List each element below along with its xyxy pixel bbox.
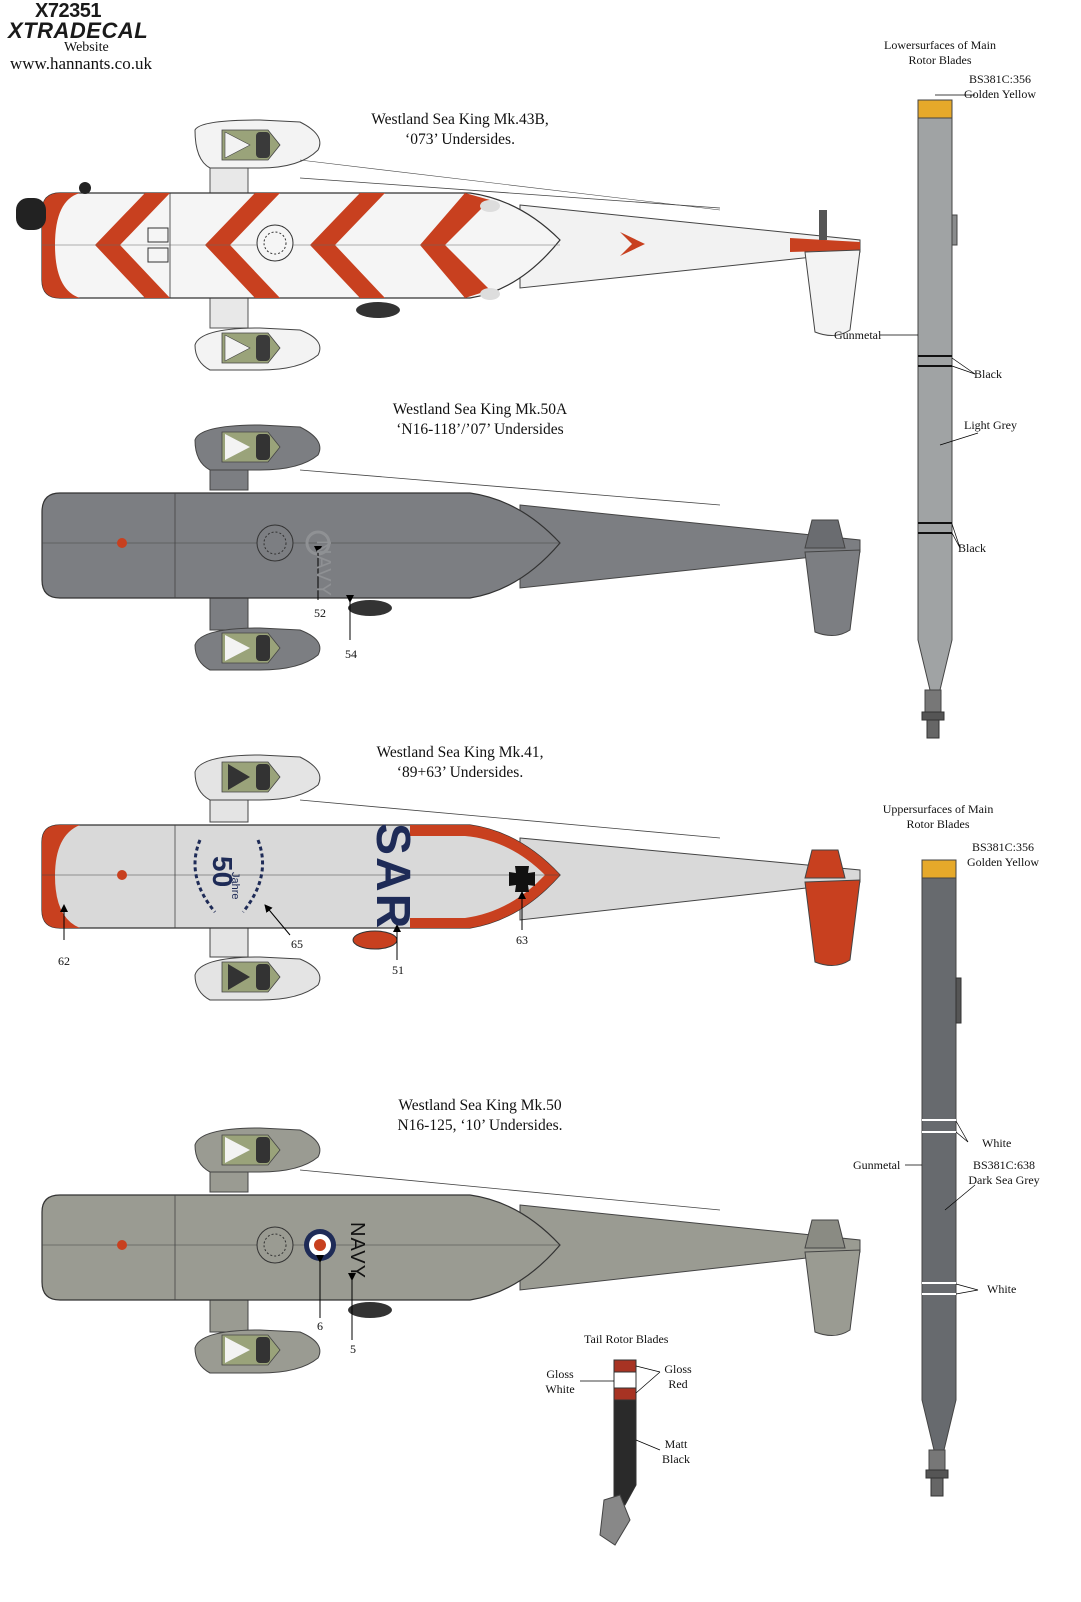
rotor-lower-title: Lowersurfaces of Main Rotor Blades [870, 38, 1010, 68]
rotor-lower-band2-label: Black [958, 541, 986, 555]
marker-label: 65 [291, 937, 303, 951]
aircraft-4-navy-text: NAVY [346, 1222, 368, 1279]
aircraft-4-title: Westland Sea King Mk.50 N16-125, ‘10’ Un… [355, 1096, 605, 1136]
aircraft-2-title-line1: Westland Sea King Mk.50A [392, 401, 568, 418]
aircraft-1-title-line2: ‘073’ Undersides. [405, 131, 515, 148]
website-link[interactable]: www.hannants.co.uk [10, 54, 152, 73]
rotor-lower-title-line2: Rotor Blades [908, 53, 972, 67]
tail-rotor-white-line2: White [545, 1382, 575, 1396]
rotor-lower-root-label: Gunmetal [834, 328, 882, 342]
rotor-upper-band2-label: White [987, 1282, 1017, 1296]
rotor-lower-blade-label: Light Grey [964, 418, 1017, 432]
rotor-upper-drawing [905, 859, 979, 1497]
aircraft-2-title-line2: ‘N16-118’/’07’ Undersides [396, 421, 564, 438]
aircraft-1-drawing [16, 119, 861, 371]
rotor-lower-tip-color: Golden Yellow [963, 87, 1036, 101]
rotor-lower-title-line1: Lowersurfaces of Main [884, 38, 996, 52]
tail-rotor-black-label: Matt Black [654, 1437, 698, 1467]
rotor-upper-blade-code: BS381C:638 [972, 1158, 1035, 1172]
aircraft-2-title: Westland Sea King Mk.50A ‘N16-118’/’07’ … [355, 400, 605, 440]
aircraft-2-drawing [41, 424, 861, 671]
marker-label: 54 [345, 647, 357, 661]
tail-rotor-title: Tail Rotor Blades [584, 1332, 669, 1346]
tail-rotor-red-label: Gloss Red [656, 1362, 700, 1392]
rotor-upper-title-line1: Uppersurfaces of Main [882, 802, 994, 816]
marker-label: 62 [58, 954, 70, 968]
rotor-upper-root-label: Gunmetal [853, 1158, 901, 1172]
aircraft-3-drawing [41, 754, 861, 1001]
rotor-upper-tip-color: Golden Yellow [966, 855, 1039, 869]
rotor-lower-tip-code: BS381C:356 [968, 72, 1031, 86]
header: X72351 XTRADECAL Website www.hannants.co… [0, 0, 220, 80]
tail-rotor-black-line1: Matt [664, 1437, 688, 1451]
tail-rotor-black-line2: Black [662, 1452, 690, 1466]
aircraft-1-title: Westland Sea King Mk.43B, ‘073’ Undersid… [335, 110, 585, 150]
aircraft-3-sar-text: SAR [366, 823, 419, 931]
marker-label: 63 [516, 933, 528, 947]
rotor-upper-blade-color: Dark Sea Grey [968, 1173, 1040, 1187]
aircraft-3-title-line2: ‘89+63’ Undersides. [396, 764, 524, 781]
brand-logo: XTRADECAL [8, 18, 149, 43]
rotor-upper-title-line2: Rotor Blades [906, 817, 970, 831]
aircraft-3-title-line1: Westland Sea King Mk.41, [376, 744, 544, 761]
rotor-upper-tip-label: BS381C:356 Golden Yellow [953, 840, 1053, 870]
tail-rotor-white-label: Gloss White [538, 1367, 582, 1397]
aircraft-4-title-line1: Westland Sea King Mk.50 [398, 1097, 562, 1114]
rotor-lower-band1-label: Black [974, 367, 1002, 381]
aircraft-2-navy-text: NAVY [312, 540, 334, 597]
rotor-upper-tip-code: BS381C:356 [971, 840, 1034, 854]
rotor-lower-drawing [880, 94, 979, 739]
aircraft-4-title-line2: N16-125, ‘10’ Undersides. [397, 1117, 563, 1134]
aircraft-1-title-line1: Westland Sea King Mk.43B, [371, 111, 549, 128]
website-label: Website [64, 40, 109, 55]
rotor-lower-tip-label: BS381C:356 Golden Yellow [950, 72, 1050, 102]
marker-label: 52 [314, 606, 326, 620]
marker-label: 5 [350, 1342, 356, 1356]
aircraft-3-title: Westland Sea King Mk.41, ‘89+63’ Undersi… [335, 743, 585, 783]
aircraft-3-badge-word: Jahre [229, 872, 241, 900]
marker-label: 6 [317, 1319, 323, 1333]
marker-label: 51 [392, 963, 404, 977]
aircraft-4-drawing [41, 1127, 861, 1374]
tail-rotor-drawing [580, 1359, 661, 1546]
tail-rotor-red-line1: Gloss [664, 1362, 692, 1376]
tail-rotor-red-line2: Red [668, 1377, 688, 1391]
rotor-upper-band1-label: White [982, 1136, 1012, 1150]
rotor-upper-blade-label: BS381C:638 Dark Sea Grey [954, 1158, 1054, 1188]
tail-rotor-white-line1: Gloss [546, 1367, 574, 1381]
rotor-upper-title: Uppersurfaces of Main Rotor Blades [868, 802, 1008, 832]
product-code: X72351 [35, 0, 101, 22]
